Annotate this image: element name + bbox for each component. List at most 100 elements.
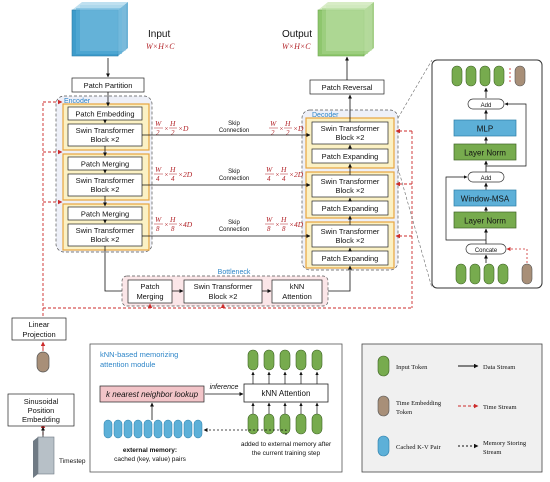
output-token-row	[451, 65, 526, 87]
encoder-swin-1-line2: Block ×2	[91, 135, 120, 144]
knn-lookup-label: k nearest neighbor lookup	[106, 390, 199, 399]
svg-text:W: W	[155, 215, 162, 224]
module-output-tokens	[247, 349, 323, 371]
svg-text:W: W	[155, 165, 162, 174]
memory-storing-arrow	[203, 428, 287, 435]
svg-text:W: W	[155, 119, 162, 128]
decoder-swin-2-line2: Block ×2	[336, 186, 365, 195]
layer-norm-label-2: Layer Norm	[464, 217, 506, 226]
bottleneck-knn-line1: kNN	[290, 282, 305, 291]
module-input-tokens	[247, 413, 323, 435]
knn-lookup-box	[99, 385, 205, 403]
bottleneck-swin-box	[183, 279, 263, 304]
sinusoidal-line3: Embedding	[22, 415, 60, 424]
skip-label-1b: Connection	[219, 128, 249, 134]
encoder-scale-2: W 4 × H 4 ×2D	[154, 165, 193, 183]
svg-text:2: 2	[286, 129, 290, 137]
layer-norm-box-2	[453, 211, 517, 229]
svg-text:×: ×	[275, 221, 280, 229]
svg-text:×: ×	[164, 221, 169, 229]
bottleneck-knn-line2: Attention	[282, 292, 312, 301]
decoder-scale-2: W 4 × H 4 ×2D	[265, 165, 304, 183]
legend-memory-line1: Memory Storing	[483, 440, 527, 447]
concat-label: Concate	[475, 248, 498, 254]
encoder-scale-3: W 8 × H 8 ×4D	[154, 215, 193, 233]
decoder-swin-1-line2: Block ×2	[336, 133, 365, 142]
decoder-swin-1-line1: Swin Transformer	[321, 124, 380, 133]
encoder-swin-1-line1: Swin Transformer	[76, 126, 135, 135]
patch-merging-label-1: Patch Merging	[81, 160, 129, 169]
legend-cached-kv-label: Cached K-V Pair	[396, 444, 441, 451]
inference-label: inference	[210, 384, 239, 391]
add-box-2	[467, 171, 505, 183]
svg-text:×: ×	[275, 171, 280, 179]
bottleneck-label: Bottleneck	[218, 269, 251, 276]
input-title: Input	[148, 29, 170, 40]
add-label-1: Add	[481, 103, 492, 109]
encoder-flow-arrows	[103, 58, 128, 293]
bottleneck-merging-line1: Patch	[140, 282, 159, 291]
svg-text:H: H	[280, 215, 287, 224]
decoder-swin-3-line2: Block ×2	[336, 236, 365, 245]
skip-label-1a: Skip	[228, 121, 240, 127]
concat-box	[465, 243, 507, 255]
module-knn-attention-label: kNN Attention	[262, 389, 311, 398]
patch-expanding-label-3: Patch Expanding	[322, 254, 379, 263]
patch-reversal-label: Patch Reversal	[322, 83, 373, 92]
legend-time-token-icon	[377, 395, 390, 417]
svg-text:×D: ×D	[178, 124, 189, 133]
linear-projection-line1: Linear	[29, 320, 50, 329]
svg-text:×4D: ×4D	[178, 220, 193, 229]
sinusoidal-line1: Sinusoidal	[24, 397, 59, 406]
add-box-1	[467, 98, 505, 110]
svg-text:8: 8	[267, 225, 271, 233]
timestep-icon	[33, 436, 55, 478]
skip-label-2a: Skip	[228, 169, 240, 175]
legend-cached-kv-icon	[377, 435, 390, 457]
svg-text:W: W	[270, 119, 277, 128]
decoder-label: Decoder	[312, 112, 339, 119]
skip-label-3a: Skip	[228, 220, 240, 226]
decoder-swin-2-line1: Swin Transformer	[321, 177, 380, 186]
svg-text:×2D: ×2D	[289, 170, 304, 179]
bottleneck-merging-box	[127, 279, 173, 304]
svg-text:8: 8	[171, 225, 175, 233]
layer-norm-box-1	[453, 143, 517, 161]
time-embedding-token-icon	[36, 351, 50, 373]
add-label-2: Add	[481, 176, 492, 182]
svg-text:W: W	[266, 165, 273, 174]
svg-text:W: W	[266, 215, 273, 224]
svg-text:×D: ×D	[293, 124, 304, 133]
svg-text:2: 2	[171, 129, 175, 137]
svg-text:2: 2	[156, 129, 160, 137]
encoder-swin-2-line1: Swin Transformer	[76, 176, 135, 185]
sinusoidal-embedding-box	[7, 393, 75, 427]
bottleneck-swin-line2: Block ×2	[209, 292, 238, 301]
added-memory-line1: added to external memory after	[241, 441, 332, 448]
patch-expanding-label-2: Patch Expanding	[322, 204, 379, 213]
svg-text:×4D: ×4D	[289, 220, 304, 229]
svg-text:H: H	[280, 165, 287, 174]
svg-text:×: ×	[164, 171, 169, 179]
decoder-flow-arrows	[325, 56, 352, 292]
window-msa-box	[453, 189, 517, 207]
input-dims: W×H×C	[146, 42, 175, 51]
mlp-label: MLP	[477, 125, 493, 134]
memory-title-line1: kNN-based memorizing	[100, 350, 178, 359]
linear-projection-line2: Projection	[22, 330, 55, 339]
sinusoidal-line2: Position	[28, 406, 55, 415]
legend-input-token-label: Input Token	[396, 364, 428, 371]
svg-text:2: 2	[271, 129, 275, 137]
external-memory-cells	[103, 419, 203, 439]
patch-expanding-label-1: Patch Expanding	[322, 152, 379, 161]
external-memory-line1: external memory:	[123, 447, 177, 454]
bottleneck-merging-line2: Merging	[136, 292, 163, 301]
linear-projection-box	[11, 317, 67, 341]
svg-text:8: 8	[156, 225, 160, 233]
input-token-row	[455, 263, 533, 285]
svg-text:4: 4	[156, 175, 160, 183]
svg-text:H: H	[169, 215, 176, 224]
legend-input-token-icon	[377, 355, 390, 377]
patch-embedding-label: Patch Embedding	[75, 110, 134, 119]
